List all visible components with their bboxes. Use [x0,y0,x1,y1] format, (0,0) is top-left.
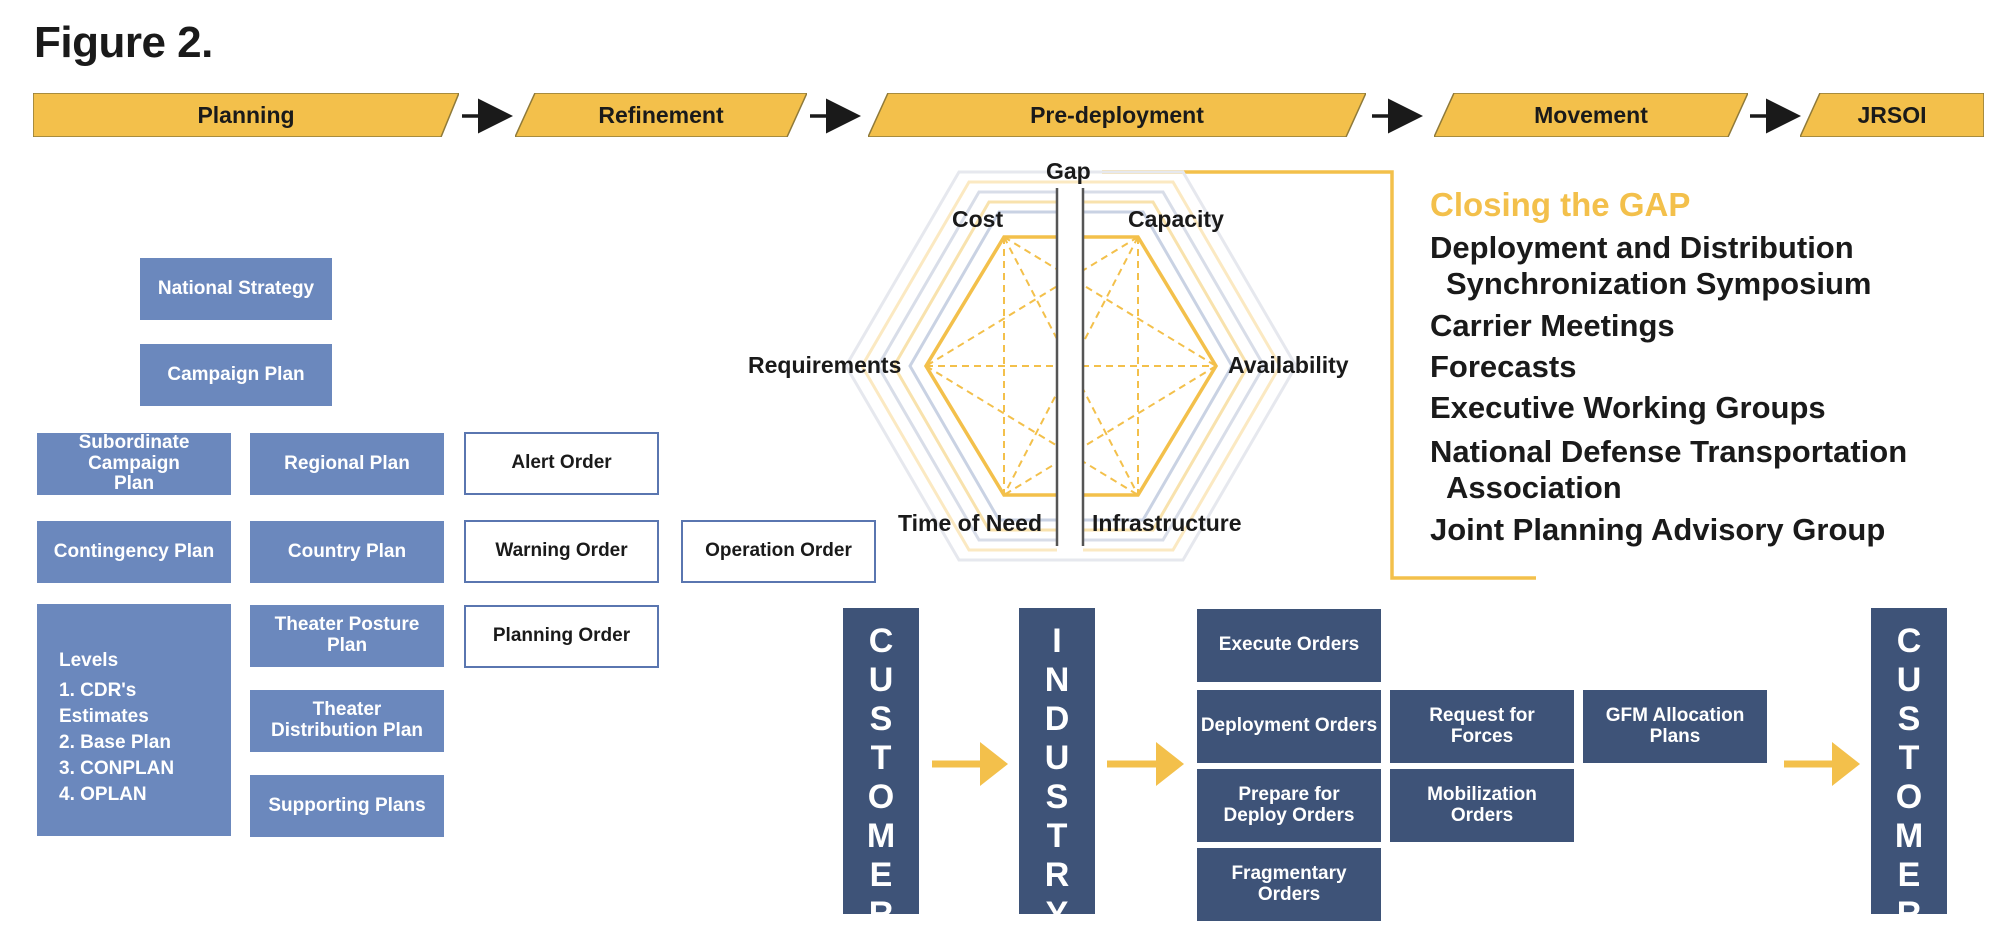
phase-pre-deployment-label: Pre-deployment [1030,101,1204,128]
hex-label-requirements: Requirements [748,352,902,378]
deployment-orders-box: Deployment Orders [1197,690,1381,763]
prepare-for-deploy-orders-box: Prepare for Deploy Orders [1197,769,1381,842]
customer-right-letter: M [1894,817,1924,855]
customer-left-letter: M [866,817,896,855]
industry-letter: S [1045,778,1069,816]
industry-letter: I [1052,622,1062,660]
theater-distribution-plan-box: Theater Distribution Plan [250,690,444,752]
gap-item: Executive Working Groups [1430,390,1826,425]
national-strategy-box: National Strategy [140,258,332,320]
industry-letter: D [1044,700,1070,738]
customer-left-letter: E [869,856,893,894]
customer-left-letter: S [869,700,893,738]
phase-refinement: Refinement [515,93,807,137]
gap-item: Carrier Meetings [1430,308,1675,343]
flow-arrow-3 [1784,742,1860,786]
industry-letter: R [1044,856,1070,894]
customer-left-letter: O [867,778,895,816]
planning-order-box: Planning Order [464,605,659,668]
theater-posture-plan-box: Theater Posture Plan [250,605,444,667]
phase-jrsoi-label: JRSOI [1857,101,1927,128]
customer-right-letter: U [1896,661,1922,699]
customer-right-letter: T [1898,739,1920,777]
industry-letter: N [1044,661,1070,699]
hex-label-cost: Cost [952,206,1004,232]
phase-pre-deployment: Pre-deployment [868,93,1366,137]
industry-letter: U [1044,739,1070,777]
supporting-plans-box: Supporting Plans [250,775,444,837]
customer-left-letter: C [868,622,894,660]
gap-hexagon [844,170,1298,562]
customer-right-letter: O [1895,778,1923,816]
hex-label-infrastructure: Infrastructure [1092,510,1242,536]
levels-item: 1. CDR's Estimates [59,680,149,727]
levels-item: 3. CONPLAN [59,758,175,779]
gfm-allocation-plans-box: GFM Allocation Plans [1583,690,1767,763]
customer-right-letter: S [1897,700,1921,738]
country-plan-box: Country Plan [250,521,444,583]
fragmentary-orders-box: Fragmentary Orders [1197,848,1381,921]
subordinate-campaign-plan-box: Subordinate Campaign Plan [37,432,231,495]
industry-letter: T [1046,817,1068,855]
customer-left-bar: C U S T O M E R [843,608,919,933]
industry-bar: I N D U S T R Y [1019,608,1095,933]
phase-movement-label: Movement [1534,101,1648,128]
execute-orders-box: Execute Orders [1197,609,1381,682]
gap-bracket [1102,170,1536,580]
gap-item: Forecasts [1430,349,1577,384]
customer-left-letter: R [868,895,894,933]
levels-heading: Levels [59,650,119,671]
mobilization-orders-box: Mobilization Orders [1390,769,1574,842]
customer-right-letter: C [1896,622,1922,660]
phase-movement: Movement [1434,93,1748,137]
hex-label-capacity: Capacity [1128,206,1224,232]
phase-planning: Planning [33,93,459,137]
flow-arrow-2 [1107,742,1184,786]
customer-left-letter: T [870,739,892,777]
closing-gap-title: Closing the GAP [1430,186,1691,223]
levels-item: 2. Base Plan [59,732,171,753]
industry-letter: Y [1045,895,1069,933]
levels-box: Levels 1. CDR's Estimates 2. Base Plan 3… [37,604,231,836]
hex-label-availability: Availability [1228,352,1349,378]
contingency-plan-box: Contingency Plan [37,521,231,583]
regional-plan-box: Regional Plan [250,433,444,495]
gap-item: National Defense Transportation [1430,434,1908,469]
gap-item: Association [1446,470,1622,505]
customer-right-bar: C U S T O M E R [1871,608,1947,933]
phase-planning-label: Planning [197,101,295,128]
gap-item: Joint Planning Advisory Group [1430,512,1886,547]
campaign-plan-box: Campaign Plan [140,344,332,406]
request-for-forces-box: Request for Forces [1390,690,1574,763]
hex-label-time-of-need: Time of Need [898,510,1042,536]
warning-order-box: Warning Order [464,520,659,583]
customer-right-letter: E [1897,856,1921,894]
figure-title: Figure 2. [34,18,213,67]
gap-item: Deployment and Distribution [1430,230,1854,265]
levels-item: 4. OPLAN [59,784,147,805]
flow-arrow-1 [932,742,1008,786]
operation-order-box: Operation Order [681,520,876,583]
phase-refinement-label: Refinement [598,101,724,128]
hex-label-gap: Gap [1046,158,1091,184]
alert-order-box: Alert Order [464,432,659,495]
phase-jrsoi: JRSOI [1800,93,1984,137]
customer-left-letter: U [868,661,894,699]
gap-item: Synchronization Symposium [1446,266,1872,301]
customer-right-letter: R [1896,895,1922,933]
